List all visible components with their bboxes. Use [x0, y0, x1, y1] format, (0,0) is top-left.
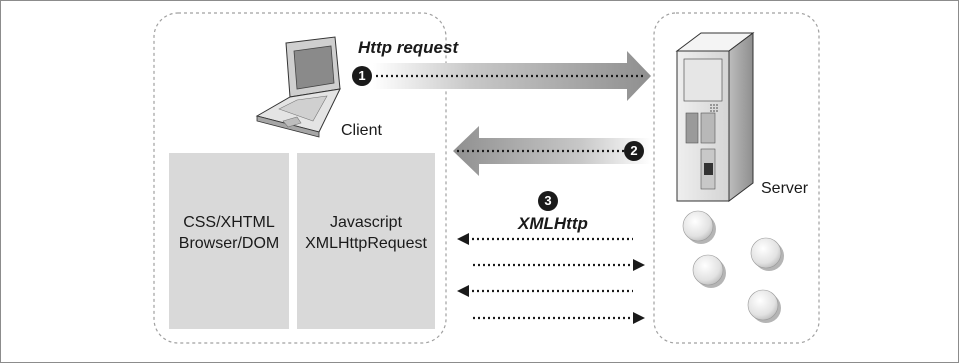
- laptop-icon: [255, 36, 341, 138]
- circle-node-icon: [747, 289, 781, 323]
- step-3-badge: 3: [538, 191, 558, 211]
- javascript-line1: Javascript: [329, 214, 403, 231]
- javascript-line2: XMLHttpRequest: [305, 235, 427, 252]
- browser-dom-line1: CSS/XHTML: [183, 214, 275, 231]
- browser-dom-box: [169, 153, 289, 329]
- circle-node-icon: [692, 254, 726, 288]
- server-cabinet-icon: [675, 32, 755, 202]
- javascript-box-text: Javascript XMLHttpRequest: [297, 212, 435, 254]
- xmlhttp-arrow-1: [457, 233, 633, 245]
- step-2-badge: 2: [624, 141, 644, 161]
- xmlhttp-label: XMLHttp: [518, 214, 588, 233]
- client-region: [153, 12, 447, 344]
- server-region: [653, 12, 820, 344]
- circle-node-icon: [750, 237, 784, 271]
- circle-node-icon: [682, 210, 716, 244]
- step-1-badge: 1: [352, 66, 372, 86]
- http-request-label: Http request: [358, 38, 459, 57]
- server-label: Server: [761, 180, 809, 197]
- browser-dom-line2: Browser/DOM: [178, 235, 280, 252]
- client-label: Client: [341, 122, 382, 139]
- xmlhttp-arrow-4: [473, 312, 645, 324]
- xmlhttp-arrow-2: [473, 259, 645, 271]
- javascript-box: [297, 153, 435, 329]
- browser-dom-box-text: CSS/XHTML Browser/DOM: [169, 212, 289, 254]
- xmlhttp-arrow-3: [457, 285, 633, 297]
